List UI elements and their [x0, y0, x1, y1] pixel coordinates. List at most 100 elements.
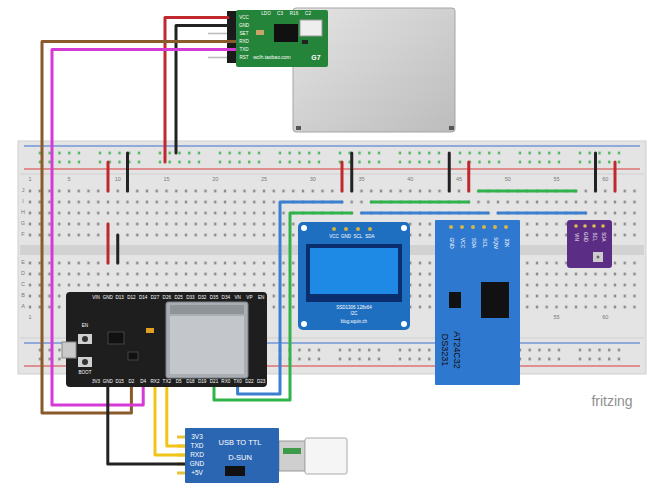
- button: [78, 334, 92, 344]
- wifi-module: [166, 302, 248, 378]
- particle-sensor-housing: [293, 8, 455, 132]
- watermark: fritzing: [590, 394, 633, 408]
- mount-hole: [401, 321, 407, 327]
- jumper-wire: [108, 387, 185, 464]
- connector: [300, 20, 322, 36]
- usb-plug-body: [305, 438, 347, 474]
- board-artwork: [567, 220, 612, 268]
- rtc-module: GNDVCCSDASCLSQW32KDS3231AT24C32: [435, 220, 520, 385]
- mount-hole: [301, 321, 307, 327]
- row-letter: A: [20, 304, 26, 310]
- pin-label: GND: [341, 235, 351, 240]
- micro-usb: [62, 342, 76, 358]
- pin-label: GND: [103, 379, 113, 384]
- usb-plug-metal: [279, 441, 305, 471]
- pin-label: D26: [163, 295, 171, 300]
- jumper-wire: [371, 201, 469, 204]
- pin-label: GND: [103, 295, 113, 300]
- pin-label: LDO: [261, 12, 270, 17]
- pin-label: D18: [186, 379, 194, 384]
- row-letter: J: [21, 188, 26, 194]
- usb-plug-contact: [283, 448, 301, 454]
- mount-hole: [301, 225, 307, 231]
- button: [78, 357, 92, 367]
- pin-label: D35: [210, 295, 218, 300]
- column-number: 5: [66, 177, 71, 183]
- column-number: 50: [504, 177, 512, 183]
- pin-label: GND: [239, 23, 249, 28]
- pin-label: D23: [257, 379, 265, 384]
- pin-hole: [471, 225, 475, 229]
- jumper-wire: [107, 162, 110, 191]
- header-pin: [208, 57, 227, 59]
- column-number: 60: [601, 315, 609, 321]
- ground-wire: [176, 26, 228, 154]
- jumper-wire: [467, 162, 470, 191]
- pin-label: D5: [176, 379, 182, 384]
- mount-hole: [401, 225, 407, 231]
- pin-label: VCC: [460, 238, 465, 249]
- column-number: 1: [27, 177, 32, 183]
- breadboard: [18, 141, 646, 374]
- pin-label: RX0: [221, 379, 230, 384]
- pin-label: SCL: [354, 235, 363, 240]
- pin-label: VN: [234, 295, 240, 300]
- pin-label: GND: [583, 232, 588, 242]
- pin-label: SQW: [493, 237, 498, 249]
- pin-label: EN: [258, 295, 264, 300]
- chip: [225, 466, 245, 476]
- pin-label: SSD1306 128x64: [336, 306, 371, 311]
- pin-label: SCL: [482, 238, 487, 248]
- jumper-wire: [155, 387, 185, 455]
- pin-label: 3V3: [92, 379, 100, 384]
- pin-label: VCC: [239, 15, 249, 20]
- pin-label: SET: [240, 31, 249, 36]
- pin-label: D19: [198, 379, 206, 384]
- column-number: 60: [601, 177, 609, 183]
- jumper-wire: [167, 387, 185, 446]
- pin-label: TX0: [233, 379, 241, 384]
- board-artwork: [66, 292, 266, 387]
- pin-label: D32: [198, 295, 206, 300]
- pin-label: TXD: [191, 443, 204, 450]
- pin-label: +5V: [191, 470, 203, 477]
- button-cap: [82, 336, 88, 342]
- pin-label: C2: [305, 12, 311, 17]
- chip: [274, 24, 298, 42]
- pin-label: D14: [139, 295, 147, 300]
- jumper-wire: [448, 153, 451, 191]
- pin-label: RXD: [190, 452, 204, 459]
- pin-label: D33: [186, 295, 194, 300]
- part-label: D-SUN: [228, 454, 252, 462]
- column-number: 20: [211, 177, 219, 183]
- pin-label: D15: [115, 379, 123, 384]
- header-pin: [208, 33, 227, 35]
- jumper-wire: [498, 212, 586, 215]
- pin-label: RX2: [151, 379, 160, 384]
- pin-label: RXD: [239, 39, 249, 44]
- pin-label: D13: [115, 295, 123, 300]
- pin-label: SDA: [601, 232, 606, 241]
- pin-label: BOOT: [78, 371, 91, 376]
- pin-label: D22: [245, 379, 253, 384]
- part-label: AT24C32: [452, 331, 461, 368]
- rail-separator: [20, 174, 644, 175]
- jumper-wire: [479, 190, 577, 193]
- housing-mark: [449, 126, 454, 130]
- resistor: [302, 40, 308, 44]
- pin-hole: [332, 227, 336, 231]
- pin-hole: [574, 224, 578, 228]
- pin-label: RST: [239, 55, 248, 60]
- sensor-port: [597, 256, 600, 259]
- capacitor: [256, 30, 264, 35]
- pin-hole: [601, 224, 605, 228]
- column-number: 10: [114, 177, 122, 183]
- pin-hole: [344, 227, 348, 231]
- screen: [310, 248, 398, 294]
- pin-label: R16: [290, 12, 298, 17]
- row-letter: B: [20, 293, 26, 299]
- pin-label: VP: [246, 295, 252, 300]
- rail-line: [24, 168, 640, 169]
- pin-label: VIN: [574, 233, 579, 241]
- oled-display-module: VCCGNDSCLSDASSD1306 128x64I2Cblog.squix.…: [298, 222, 410, 330]
